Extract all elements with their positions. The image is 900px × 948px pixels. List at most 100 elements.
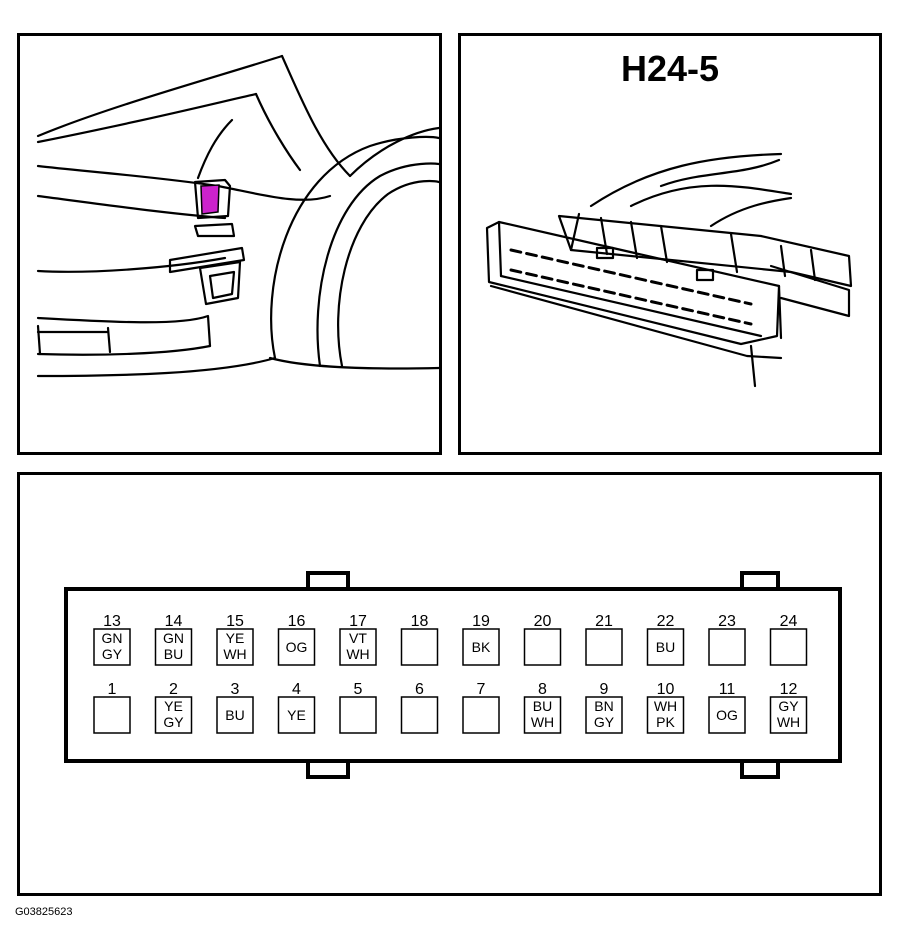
- pin-cavity: [585, 628, 623, 666]
- pin-number: 23: [718, 613, 736, 630]
- pin-number: 10: [657, 681, 675, 698]
- pin-cavity: [339, 696, 377, 734]
- pin-number: 15: [226, 613, 244, 630]
- pin-number: 9: [600, 681, 609, 698]
- pin-4: 4YE: [277, 681, 316, 734]
- pin-cavity: [154, 628, 193, 666]
- pin-number: 13: [103, 613, 121, 630]
- pin-cavity: [400, 696, 439, 734]
- pin-cavity: [769, 628, 808, 666]
- pin-number: 11: [719, 681, 736, 698]
- pin-3: 3BU: [216, 681, 254, 734]
- wire-color-label: GY: [778, 698, 799, 714]
- pin-cavity: [400, 628, 439, 666]
- wire-color-label: BN: [594, 698, 613, 714]
- wire-color-label: GN: [102, 630, 123, 646]
- pin-number: 3: [231, 681, 240, 698]
- pin-cavity: [646, 628, 685, 666]
- pin-number: 12: [780, 681, 798, 698]
- pin-cavity: [523, 628, 562, 666]
- pin-cavity: [93, 696, 131, 734]
- wire-color-label: GY: [102, 646, 123, 662]
- wire-color-label: WH: [654, 698, 677, 714]
- pin-20: 20: [523, 613, 562, 666]
- wire-color-label: YE: [164, 698, 183, 714]
- pin-cavity: [93, 628, 131, 666]
- pin-cavity: [339, 628, 377, 666]
- pin-cavity: [769, 696, 808, 734]
- top-latch-left: [306, 571, 350, 589]
- wire-color-label: YE: [226, 630, 245, 646]
- wire-color-label: WH: [346, 646, 369, 662]
- wire-color-label: GN: [163, 630, 184, 646]
- pin-cavity: [462, 628, 500, 666]
- pin-6: 6: [400, 681, 439, 734]
- pin-number: 5: [354, 681, 363, 698]
- pin-18: 18: [400, 613, 439, 666]
- pin-number: 7: [477, 681, 486, 698]
- pin-cavity: [708, 696, 746, 734]
- pin-cavity: [523, 696, 562, 734]
- pin-cavity: [216, 696, 254, 734]
- connector-3d-drawing: [485, 152, 853, 388]
- wire-color-label: BU: [533, 698, 552, 714]
- top-latch-right: [740, 571, 780, 589]
- pin-number: 6: [415, 681, 424, 698]
- bottom-latch-right: [740, 761, 780, 779]
- pin-number: 4: [292, 681, 301, 698]
- connector-title: H24-5: [620, 48, 720, 89]
- pin-cavity: [646, 696, 685, 734]
- wire-color-label: OG: [716, 707, 738, 723]
- pin-23: 23: [708, 613, 746, 666]
- connector-view-panel: H24-5: [458, 33, 882, 455]
- pin-cavity: [277, 628, 316, 666]
- wire-color-label: YE: [287, 707, 306, 723]
- pin-number: 8: [538, 681, 547, 698]
- pin-5: 5: [339, 681, 377, 734]
- wire-color-label: BU: [656, 639, 675, 655]
- pin-cavity: [708, 628, 746, 666]
- pin-21: 21: [585, 613, 623, 666]
- pin-7: 7: [462, 681, 500, 734]
- connector-location-highlight: [200, 184, 220, 215]
- wire-color-label: BU: [164, 646, 183, 662]
- wire-color-label: GY: [594, 714, 615, 730]
- wire-color-label: PK: [656, 714, 675, 730]
- pin-cavity: [462, 696, 500, 734]
- pin-24: 24: [769, 613, 808, 666]
- wire-color-label: OG: [286, 639, 308, 655]
- wire-color-label: GY: [163, 714, 184, 730]
- pin-cavity: [277, 696, 316, 734]
- wire-color-label: BU: [225, 707, 244, 723]
- pin-cavity: [216, 628, 254, 666]
- wire-color-label: VT: [349, 630, 367, 646]
- pin-number: 17: [349, 613, 367, 630]
- vehicle-front-drawing: [36, 54, 439, 378]
- pin-cavity: [154, 696, 193, 734]
- pin-number: 19: [472, 613, 490, 630]
- figure-id: G03825623: [15, 906, 73, 918]
- wire-color-label: BK: [472, 639, 491, 655]
- pin-number: 18: [411, 613, 429, 630]
- pin-1: 1: [93, 681, 131, 734]
- pin-number: 21: [595, 613, 613, 630]
- pin-number: 1: [108, 681, 117, 698]
- pin-number: 22: [657, 613, 675, 630]
- pin-number: 20: [534, 613, 552, 630]
- wire-color-label: WH: [777, 714, 800, 730]
